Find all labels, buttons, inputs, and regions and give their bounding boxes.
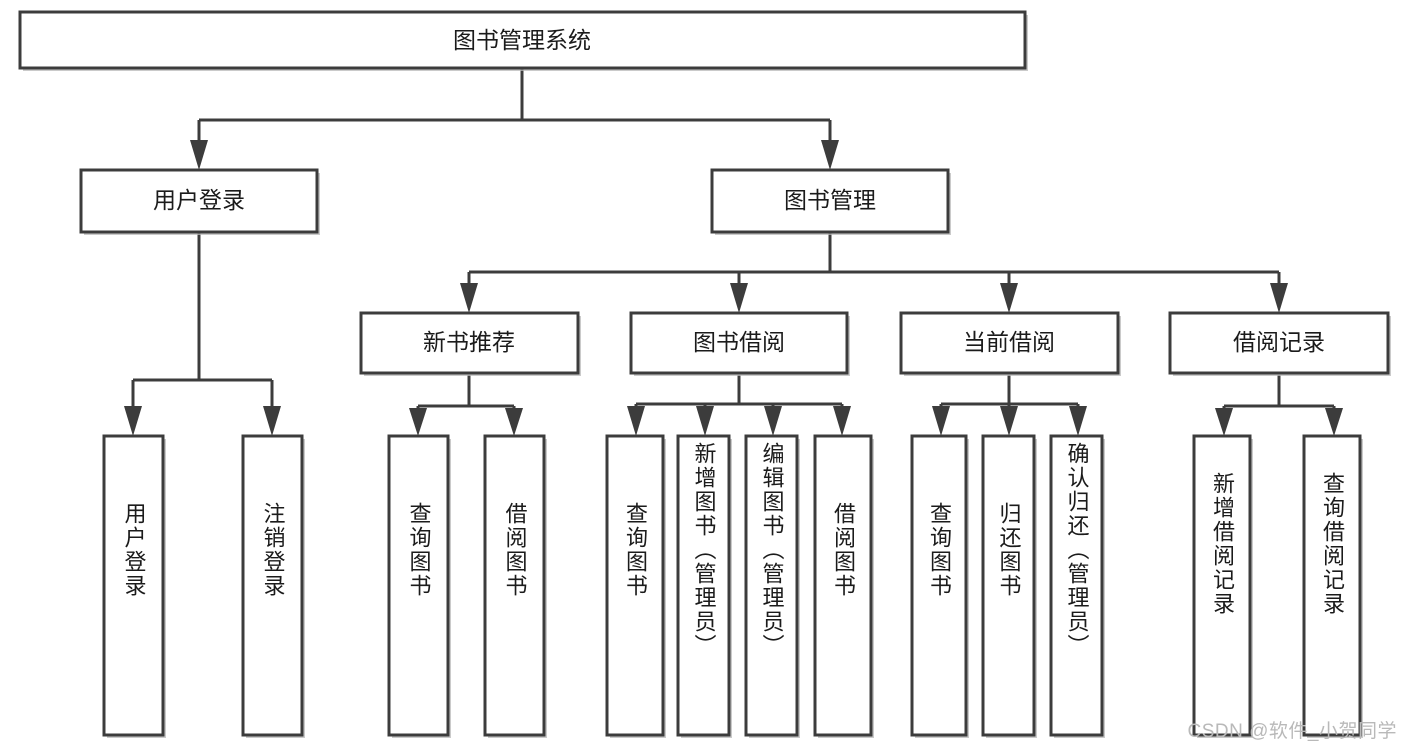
leaf-node-record-2[interactable]: [1302, 434, 1363, 738]
arrowhead-borrow-l2: [696, 406, 714, 436]
arrowhead-bookmgmt-c4: [1270, 283, 1288, 313]
leaf-node-borrow-4[interactable]: [813, 434, 874, 738]
arrowhead-root-to-login: [190, 140, 208, 170]
leaf-node-current-1[interactable]: [910, 434, 969, 738]
arrowhead-borrow-l1: [627, 406, 645, 436]
leaf-borrow-4-box[interactable]: [813, 434, 873, 737]
leaf-recommend-1-box[interactable]: [387, 434, 450, 737]
node-book-borrow-label: 图书借阅: [693, 329, 785, 355]
arrowhead-borrow-l3: [764, 406, 782, 436]
node-user-login-box[interactable]: [79, 168, 319, 234]
arrowhead-recommend-l1: [409, 408, 427, 436]
leaf-recommend-2-box[interactable]: [483, 434, 546, 737]
arrowhead-record-l2: [1325, 408, 1343, 436]
node-current-borrow-box[interactable]: [899, 311, 1120, 375]
connector-group-login: [124, 232, 281, 436]
leaf-node-recommend-1[interactable]: [387, 434, 451, 738]
leaf-user-login-2-box[interactable]: [241, 434, 304, 737]
node-borrow-record-box[interactable]: [1168, 311, 1390, 375]
connector-group-root: [190, 68, 839, 170]
node-root-box[interactable]: [18, 10, 1027, 70]
connector-group-bookmgmt: [460, 232, 1288, 313]
leaf-node-current-2[interactable]: [981, 434, 1037, 738]
node-new-book-recommend-label: 新书推荐: [423, 329, 515, 355]
arrowhead-bookmgmt-c1: [460, 283, 478, 313]
arrowhead-current-l2: [1000, 406, 1018, 436]
arrowhead-record-l1: [1215, 408, 1233, 436]
leaf-node-user-login-1[interactable]: [102, 434, 166, 738]
node-current-borrow-label: 当前借阅: [963, 329, 1055, 355]
node-book-management-box[interactable]: [710, 168, 950, 234]
arrowhead-login-leaf2: [263, 406, 281, 436]
leaf-node-borrow-2[interactable]: [676, 434, 732, 738]
node-current-borrow[interactable]: 当前借阅: [899, 311, 1121, 376]
leaf-node-borrow-3[interactable]: [744, 434, 800, 738]
node-user-login[interactable]: 用户登录: [79, 168, 320, 235]
node-book-management-label: 图书管理: [784, 187, 876, 213]
leaf-node-record-1[interactable]: [1192, 434, 1253, 738]
arrowhead-current-l1: [932, 406, 950, 436]
leaf-user-login-1-box[interactable]: [102, 434, 165, 737]
arrowhead-login-leaf1: [124, 406, 142, 436]
leaf-borrow-1-box[interactable]: [605, 434, 665, 737]
leaf-borrow-3-box[interactable]: [744, 434, 799, 737]
leaf-node-borrow-1[interactable]: [605, 434, 666, 738]
leaf-record-2-box[interactable]: [1302, 434, 1362, 737]
node-root-label: 图书管理系统: [453, 27, 591, 53]
connector-group-current: [932, 375, 1087, 436]
arrowhead-borrow-l4: [833, 406, 851, 436]
node-borrow-record[interactable]: 借阅记录: [1168, 311, 1391, 376]
leaf-node-recommend-2[interactable]: [483, 434, 547, 738]
leaf-current-3-box[interactable]: [1049, 434, 1104, 737]
node-user-login-label: 用户登录: [153, 187, 245, 213]
connector-group-recommend: [409, 375, 523, 436]
node-book-borrow[interactable]: 图书借阅: [629, 311, 850, 376]
node-book-management[interactable]: 图书管理: [710, 168, 951, 235]
arrowhead-bookmgmt-c2: [730, 283, 748, 313]
leaf-node-current-3[interactable]: [1049, 434, 1105, 738]
leaf-record-1-box[interactable]: [1192, 434, 1252, 737]
arrowhead-root-to-bookmgmt: [821, 140, 839, 170]
connector-group-record: [1215, 375, 1343, 436]
arrowhead-bookmgmt-c3: [1000, 283, 1018, 313]
node-borrow-record-label: 借阅记录: [1233, 329, 1325, 355]
arrowhead-current-l3: [1069, 406, 1087, 436]
arrowhead-recommend-l2: [505, 408, 523, 436]
node-new-book-recommend-box[interactable]: [359, 311, 580, 375]
connector-group-borrow: [627, 375, 851, 436]
leaf-node-user-login-2[interactable]: [241, 434, 305, 738]
leaf-current-1-box[interactable]: [910, 434, 968, 737]
node-root[interactable]: 图书管理系统: [18, 10, 1028, 71]
node-new-book-recommend[interactable]: 新书推荐: [359, 311, 581, 376]
csdn-watermark: CSDN @软件_小贺同学: [1187, 721, 1397, 742]
leaf-borrow-2-box[interactable]: [676, 434, 731, 737]
leaf-current-2-box[interactable]: [981, 434, 1036, 737]
node-book-borrow-box[interactable]: [629, 311, 849, 375]
